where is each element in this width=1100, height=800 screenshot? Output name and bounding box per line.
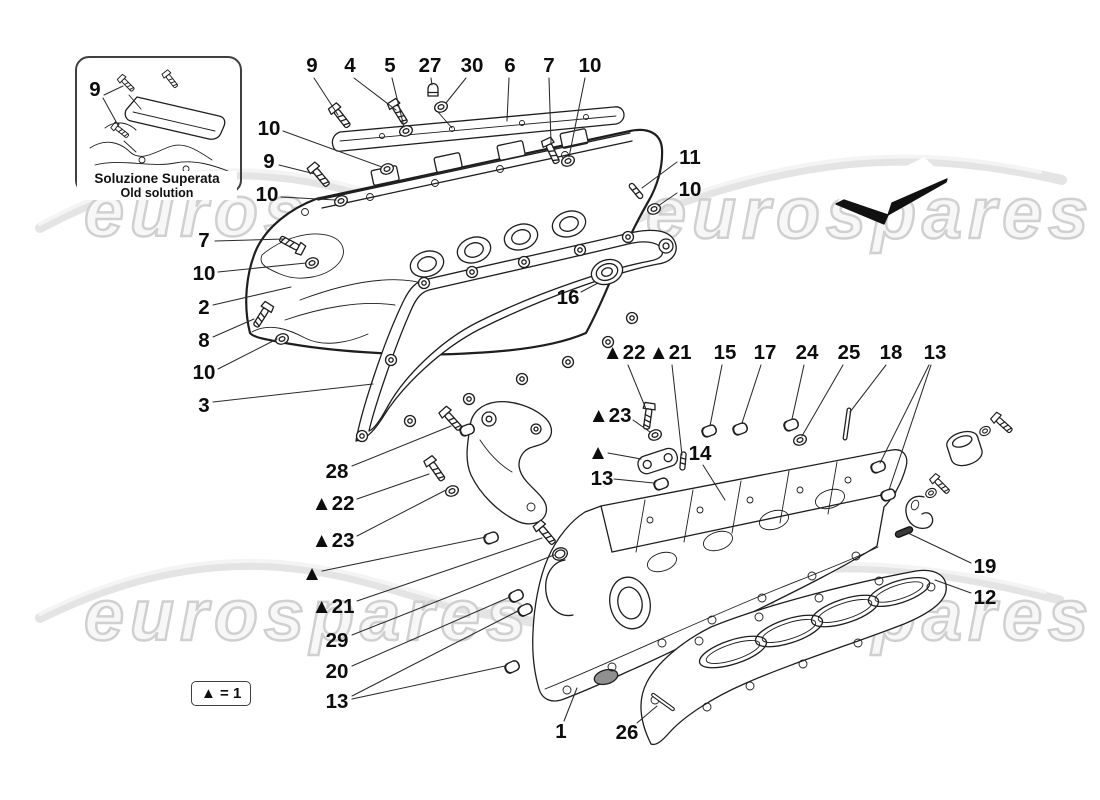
callout-tri[interactable]: ▲ xyxy=(301,562,323,585)
bolt xyxy=(531,518,559,548)
bolt xyxy=(327,101,354,131)
bolt xyxy=(385,97,412,128)
callout-12[interactable]: 12 xyxy=(973,586,997,609)
callout-4[interactable]: 4 xyxy=(344,54,356,77)
clamp xyxy=(905,495,934,529)
bushing xyxy=(652,476,671,492)
cap-nut xyxy=(427,82,439,97)
callout-24[interactable]: 24 xyxy=(795,341,819,364)
callout-13[interactable]: 13 xyxy=(590,467,614,490)
bushing xyxy=(502,658,522,676)
callout-9[interactable]: 9 xyxy=(306,54,318,77)
callout-11[interactable]: 11 xyxy=(679,146,701,169)
callout-3[interactable]: 3 xyxy=(198,394,210,417)
callout-13[interactable]: 13 xyxy=(325,690,349,713)
washer xyxy=(923,486,939,500)
bolt xyxy=(422,454,449,484)
hardware xyxy=(249,82,1016,712)
head-gasket xyxy=(640,569,947,746)
screw xyxy=(989,410,1016,436)
end-cap xyxy=(946,430,983,467)
callout-10[interactable]: 10 xyxy=(192,262,216,285)
washer xyxy=(977,424,993,438)
washer xyxy=(791,432,809,448)
gasket-bolt-tabs xyxy=(355,230,674,443)
callout-7[interactable]: 7 xyxy=(198,229,210,252)
callout-19[interactable]: 19 xyxy=(973,555,997,578)
callout-15[interactable]: 15 xyxy=(713,341,737,364)
washer xyxy=(646,427,664,443)
stud xyxy=(679,451,687,471)
bushing xyxy=(700,423,719,439)
bushing xyxy=(731,421,750,437)
callout-7[interactable]: 7 xyxy=(543,54,555,77)
cylinder-head xyxy=(532,449,908,702)
leader-lines xyxy=(102,77,972,724)
callout-20[interactable]: 20 xyxy=(325,660,349,683)
callout-tri[interactable]: ▲ xyxy=(587,441,609,464)
callout-tri22[interactable]: ▲22 xyxy=(311,492,355,515)
spark-plug-tubes xyxy=(409,210,587,278)
callout-17[interactable]: 17 xyxy=(753,341,777,364)
inset-caption-italian: Soluzione Superata xyxy=(77,171,237,186)
watermark-text: eurospares xyxy=(83,576,533,656)
bolt xyxy=(639,401,657,431)
seal-grommet xyxy=(590,258,624,286)
triangle-legend: ▲ = 1 xyxy=(191,681,252,706)
callout-tri21[interactable]: ▲21 xyxy=(311,595,355,618)
callout-2[interactable]: 2 xyxy=(198,296,210,319)
callout-13[interactable]: 13 xyxy=(923,341,947,364)
bushing xyxy=(506,587,526,605)
washer xyxy=(645,201,663,217)
callout-29[interactable]: 29 xyxy=(325,629,349,652)
callout-8[interactable]: 8 xyxy=(198,329,210,352)
inset-drawing xyxy=(89,68,229,173)
dowel-pin xyxy=(842,407,852,441)
cam-cap xyxy=(637,447,679,475)
stud-dark xyxy=(894,526,914,538)
callout-25[interactable]: 25 xyxy=(837,341,861,364)
callout-14[interactable]: 14 xyxy=(688,442,712,465)
callout-tri23[interactable]: ▲23 xyxy=(588,404,632,427)
bushing xyxy=(515,601,535,619)
bolt xyxy=(305,160,333,190)
cover-gasket xyxy=(355,229,677,443)
mounting-bracket xyxy=(466,401,553,525)
washer xyxy=(443,483,461,499)
callout-5[interactable]: 5 xyxy=(384,54,396,77)
callout-10[interactable]: 10 xyxy=(255,183,279,206)
callout-1[interactable]: 1 xyxy=(555,720,567,743)
callout-6[interactable]: 6 xyxy=(504,54,516,77)
callout-28[interactable]: 28 xyxy=(325,460,349,483)
callout-9[interactable]: 9 xyxy=(89,78,101,101)
callout-27[interactable]: 27 xyxy=(418,54,442,77)
callout-tri21[interactable]: ▲21 xyxy=(648,341,692,364)
callout-10[interactable]: 10 xyxy=(578,54,602,77)
callout-9[interactable]: 9 xyxy=(263,150,275,173)
cover-top-strip xyxy=(331,106,625,152)
direction-arrow xyxy=(835,157,948,225)
callout-10[interactable]: 10 xyxy=(192,361,216,384)
inset-caption-english: Old solution xyxy=(77,186,237,200)
callout-30[interactable]: 30 xyxy=(460,54,484,77)
callout-16[interactable]: 16 xyxy=(556,286,580,309)
bushing xyxy=(482,530,501,546)
callout-10[interactable]: 10 xyxy=(257,117,281,140)
callout-18[interactable]: 18 xyxy=(879,341,903,364)
bushing xyxy=(782,417,801,433)
callout-tri22[interactable]: ▲22 xyxy=(602,341,646,364)
callout-26[interactable]: 26 xyxy=(615,721,639,744)
callout-10[interactable]: 10 xyxy=(678,178,702,201)
callout-tri23[interactable]: ▲23 xyxy=(311,529,355,552)
